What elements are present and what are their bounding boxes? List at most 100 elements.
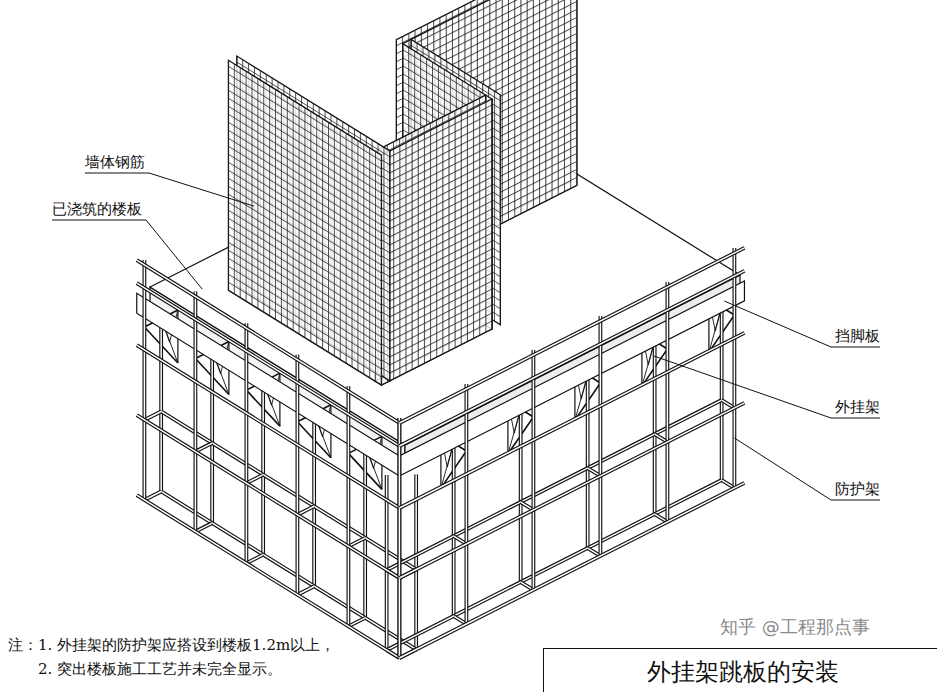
rebar-vertical	[406, 143, 407, 373]
rebar-horizontal	[228, 210, 381, 305]
rebar-horizontal	[381, 105, 492, 161]
scaffold-tube-core	[137, 283, 400, 446]
scaffold-tube	[161, 491, 416, 649]
rebar-horizontal	[381, 265, 492, 321]
scaffold-tube-core	[533, 350, 535, 590]
scaffold-tube-core	[144, 411, 161, 420]
rebar-horizontal	[228, 122, 381, 217]
watermark: 知乎 @工程那点事	[720, 616, 870, 638]
rebar-horizontal	[228, 146, 381, 241]
rebar-vertical	[275, 89, 276, 319]
scaffold-tube-core	[348, 618, 365, 627]
scaffold-group	[137, 248, 745, 658]
scaffold-tube-core	[195, 523, 212, 532]
scaffold-tube	[452, 441, 456, 616]
scaffold-tube-core	[454, 536, 467, 544]
rebar-mesh-panel	[381, 99, 492, 385]
scaffold-tube-core	[364, 443, 366, 618]
rebar-horizontal	[228, 90, 381, 185]
scaffold-tube	[348, 618, 365, 627]
scaffold-tube-core	[399, 248, 744, 423]
scaffold-tube-core	[588, 468, 601, 476]
rebar-horizontal	[381, 177, 492, 233]
scaffold-tube-core	[399, 403, 744, 578]
scaffold-tube-core	[655, 514, 668, 522]
rebar-group	[228, 0, 577, 385]
rebar-vertical	[246, 71, 247, 301]
scaffold-tube-core	[144, 260, 146, 500]
rebar-vertical	[492, 99, 493, 329]
scaffold-tube	[246, 555, 263, 564]
scaffold-tube-core	[246, 323, 248, 563]
rebar-vertical	[442, 124, 443, 354]
scaffold-tube-core	[297, 586, 314, 595]
rebar-vertical	[234, 64, 235, 294]
scaffold-tube-core	[246, 555, 263, 564]
rebar-horizontal	[228, 258, 381, 353]
scaffold-tube	[720, 305, 724, 480]
scaffold-tube	[588, 468, 601, 476]
scaffold-tube-core	[600, 316, 602, 556]
rebar-vertical	[263, 82, 264, 312]
scaffold-tube-core	[161, 411, 416, 569]
rebar-horizontal	[381, 217, 492, 273]
rebar-horizontal	[228, 162, 381, 257]
rebar-vertical	[455, 118, 456, 348]
rebar-vertical	[281, 93, 282, 323]
scaffold-tube	[193, 292, 197, 532]
rebar-vertical	[449, 121, 450, 351]
rebar-horizontal	[381, 161, 492, 217]
rebar-horizontal	[228, 226, 381, 321]
scaffold-tube	[532, 350, 536, 590]
rebar-vertical	[334, 126, 335, 356]
rebar-vertical	[228, 60, 229, 290]
part-label: 挡脚板	[835, 327, 880, 345]
scaffold-tube	[161, 411, 416, 569]
rebar-horizontal	[381, 129, 492, 185]
rebar-horizontal	[381, 145, 492, 201]
scaffold-tube	[454, 616, 467, 624]
rebar-vertical	[558, 0, 559, 195]
rebar-horizontal	[228, 106, 381, 201]
scaffold-tube	[722, 480, 735, 488]
rebar-vertical	[352, 137, 353, 367]
scaffold-tube	[666, 282, 670, 522]
scaffold-tube	[586, 373, 590, 548]
rebar-vertical	[492, 99, 493, 329]
rebar-vertical	[287, 97, 288, 327]
rebar-vertical	[269, 86, 270, 316]
rebar-horizontal	[381, 257, 492, 313]
scaffold-tube-core	[521, 502, 534, 510]
rebar-vertical	[328, 122, 329, 352]
scaffold-tube-core	[588, 548, 601, 556]
rebar-vertical	[369, 148, 370, 378]
scaffold-tube	[142, 260, 146, 500]
rebar-vertical	[461, 115, 462, 345]
scaffold-tube-core	[137, 260, 400, 423]
rebar-vertical	[467, 111, 468, 341]
scaffold-tube	[363, 443, 367, 618]
rebar-horizontal	[381, 121, 492, 177]
rebar-vertical	[383, 147, 384, 377]
rebar-horizontal	[228, 98, 381, 193]
rebar-vertical	[346, 133, 347, 363]
scaffold-tube-core	[262, 380, 264, 555]
rebar-horizontal	[381, 225, 492, 281]
scaffold-tube-core	[453, 441, 455, 616]
rebar-horizontal	[228, 138, 381, 233]
scaffold-tube	[195, 443, 212, 452]
rebar-vertical	[389, 151, 390, 381]
scaffold-tube	[588, 548, 601, 556]
scaffold-tube	[397, 418, 401, 658]
scaffold-tube-core	[721, 305, 723, 480]
part-label: 外挂架	[835, 398, 880, 416]
scaffold-tube	[655, 514, 668, 522]
scaffold-tube-core	[521, 582, 534, 590]
rebar-vertical	[424, 133, 425, 363]
scaffold-tube-core	[137, 495, 400, 658]
rebar-horizontal	[381, 193, 492, 249]
scaffold-tube-core	[454, 616, 467, 624]
leader-line	[724, 301, 880, 347]
